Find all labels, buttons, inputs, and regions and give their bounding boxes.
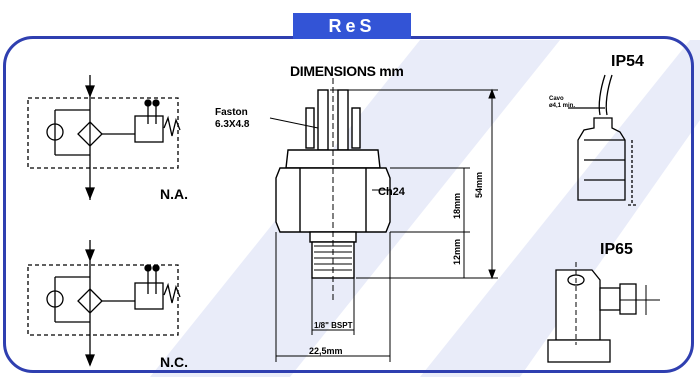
- ip65-label: IP65: [600, 241, 633, 258]
- ip54-label: IP54: [611, 53, 644, 70]
- hex-height-label: 18mm: [452, 192, 463, 220]
- cable-label: Cavo ø4,1 min.: [549, 96, 575, 110]
- schematic-na: [27, 75, 181, 200]
- normally-closed-label: N.C.: [160, 354, 188, 370]
- thread-label: 1/8" BSPT: [314, 321, 353, 330]
- width-label: 22,5mm: [309, 346, 343, 356]
- diagram-title: DIMENSIONS mm: [290, 63, 404, 79]
- faston-line2: 6.3X4.8: [215, 119, 250, 130]
- schematic-nc: [27, 240, 181, 367]
- total-height-label: 54mm: [474, 171, 485, 199]
- brand-logo: ReS: [293, 13, 411, 39]
- faston-line1: Faston: [215, 107, 248, 118]
- hex-size-label: Ch24: [378, 186, 405, 198]
- thread-height-label: 12mm: [452, 238, 463, 266]
- cable-line2: ø4,1 min.: [549, 103, 576, 109]
- normally-open-label: N.A.: [160, 186, 188, 202]
- cable-line1: Cavo: [549, 96, 564, 102]
- faston-label: Faston 6.3X4.8: [215, 107, 249, 131]
